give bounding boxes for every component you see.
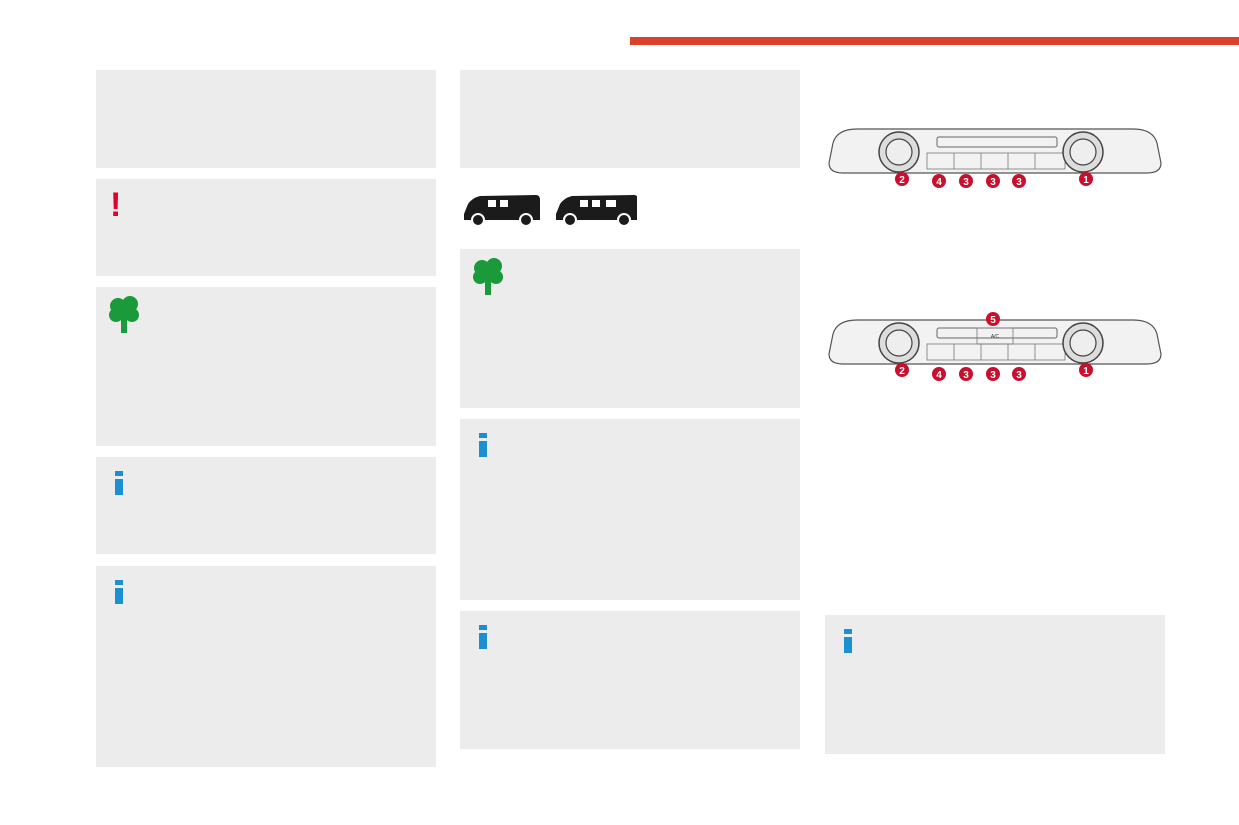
callout-2: 2: [895, 172, 909, 186]
info-box-1: [96, 457, 436, 554]
eco-tree-icon: [109, 296, 139, 333]
warning-box: !: [96, 179, 436, 276]
van-silhouette-icons: [464, 195, 637, 227]
svg-text:1: 1: [1083, 366, 1089, 377]
header-accent-bar: [630, 37, 1239, 45]
left-knob: [878, 322, 920, 364]
svg-text:3: 3: [990, 177, 996, 188]
svg-text:3: 3: [963, 370, 969, 381]
svg-text:5: 5: [990, 315, 996, 326]
van-silhouette-icon: [556, 195, 637, 227]
note-box-blank: [96, 70, 436, 168]
callout-3: 3: [959, 174, 973, 188]
svg-text:2: 2: [899, 175, 905, 186]
callout-1: 1: [1079, 172, 1093, 186]
right-knob: [1062, 131, 1104, 173]
svg-text:4: 4: [936, 177, 942, 188]
callout-5: 5: [986, 312, 1000, 326]
left-knob: [878, 131, 920, 173]
svg-text:4: 4: [936, 370, 942, 381]
svg-text:1: 1: [1083, 175, 1089, 186]
right-knob: [1062, 322, 1104, 364]
svg-text:2: 2: [899, 366, 905, 377]
svg-text:3: 3: [1016, 177, 1022, 188]
callout-4: 4: [932, 174, 946, 188]
callout-3: 3: [959, 367, 973, 381]
van-silhouette-icon: [464, 195, 540, 227]
eco-box-2: [460, 249, 800, 408]
svg-text:3: 3: [1016, 370, 1022, 381]
eco-box: [96, 287, 436, 446]
info-box-2: [96, 566, 436, 767]
callout-1: 1: [1079, 363, 1093, 377]
info-icon: [844, 629, 852, 653]
info-icon: [479, 433, 487, 457]
control-panel-manual: 2 4 3 3 3 1: [828, 128, 1162, 188]
info-icon: [115, 580, 123, 604]
note-box-blank-2: [460, 70, 800, 168]
svg-text:3: 3: [990, 370, 996, 381]
ac-button-label: A/C: [991, 334, 1000, 340]
callout-3: 3: [986, 174, 1000, 188]
info-box-5: [825, 615, 1165, 754]
info-box-3: [460, 419, 800, 600]
control-panel-ac: A/C 5 2 4 3 3 3 1: [828, 312, 1162, 381]
callout-4: 4: [932, 367, 946, 381]
info-icon: [479, 625, 487, 649]
eco-tree-icon: [473, 258, 503, 295]
warning-exclamation-icon: !: [110, 186, 122, 224]
callout-2: 2: [895, 363, 909, 377]
callout-3: 3: [1012, 367, 1026, 381]
callout-3: 3: [1012, 174, 1026, 188]
callout-3: 3: [986, 367, 1000, 381]
info-box-4: [460, 611, 800, 749]
info-icon: [115, 471, 123, 495]
svg-text:3: 3: [963, 177, 969, 188]
